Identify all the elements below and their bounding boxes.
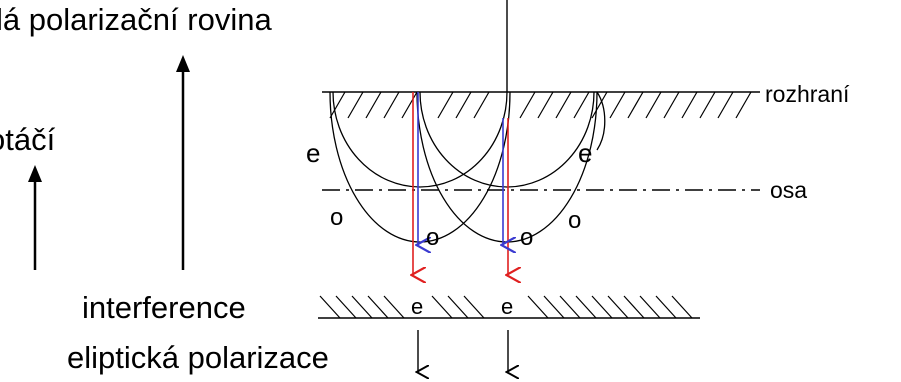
label-o-right: o — [568, 207, 581, 234]
label-rotates: otáčí — [0, 122, 56, 157]
small-arc-right — [597, 92, 605, 150]
label-o-ray-left: o — [426, 224, 439, 251]
label-o-left: o — [330, 204, 343, 231]
label-e-bottom-left: e — [411, 294, 423, 319]
label-elliptical-polarization: eliptická polarizace — [67, 340, 329, 375]
label-axis: osa — [770, 177, 807, 203]
label-e-left: e — [306, 138, 320, 168]
label-polarization-plane: lá polarizační rovina — [0, 2, 272, 37]
center-up-arrowhead — [176, 55, 190, 72]
label-e-right: e — [578, 138, 592, 168]
label-interference: interference — [82, 290, 246, 325]
label-o-ray-right: o — [520, 224, 533, 251]
interface-hatching — [330, 92, 751, 118]
wavefronts-left — [330, 92, 510, 242]
label-interface: rozhraní — [765, 81, 850, 107]
left-up-arrowhead — [28, 165, 42, 182]
label-e-bottom-right: e — [501, 294, 513, 319]
extraordinary-wavefront-right — [420, 92, 594, 187]
ordinary-wavefront-left — [330, 92, 510, 242]
